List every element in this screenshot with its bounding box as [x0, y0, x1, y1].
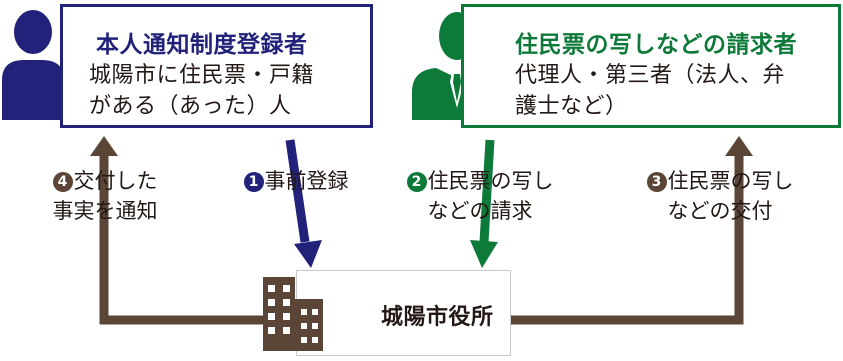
requester-description-line2: 護士など） [515, 94, 628, 119]
registrant-description-line1: 城陽市に住民票・戸籍 [89, 63, 315, 88]
arrowhead-step1 [294, 240, 322, 268]
step4-line1: 交付した [73, 169, 158, 193]
arrowhead-step4 [90, 136, 118, 156]
city-office-box: 城陽市役所 [263, 270, 511, 356]
registrant-box: 本人通知制度登録者 城陽市に住民票・戸籍 がある（あった）人 [60, 4, 373, 128]
step2-line1: 住民票の写し [427, 169, 554, 193]
registrant-title: 本人通知制度登録者 [96, 32, 308, 58]
registrant-description: 城陽市に住民票・戸籍 がある（あった）人 [89, 60, 314, 122]
city-office-name: 城陽市役所 [381, 305, 494, 330]
step2-line2: などの請求 [427, 199, 533, 223]
requester-description: 代理人・第三者（法人、弁 護士など） [515, 60, 785, 122]
arrow-step3 [511, 152, 744, 325]
registrant-description-line2: がある（あった）人 [89, 94, 292, 119]
step1-line1: 事前登録 [264, 169, 349, 193]
arrowhead-step3 [725, 136, 753, 156]
step3-line2: などの交付 [667, 199, 773, 223]
requester-title: 住民票の写しなどの請求者 [515, 32, 797, 58]
step1-number: 1 [243, 172, 264, 192]
requester-description-line1: 代理人・第三者（法人、弁 [515, 63, 786, 88]
requester-box: 住民票の写しなどの請求者 代理人・第三者（法人、弁 護士など） [461, 4, 841, 128]
arrow-step2 [479, 139, 495, 243]
person-icon [2, 10, 64, 120]
step3-line1: 住民票の写し [667, 169, 794, 193]
step3-number: 3 [646, 172, 667, 192]
arrow-step1 [285, 139, 310, 243]
building-icon [263, 277, 323, 351]
step4-line2: 事実を通知 [52, 199, 158, 223]
arrow-step4 [99, 152, 296, 325]
step2-number: 2 [406, 172, 427, 192]
arrowhead-step2 [470, 240, 498, 268]
step4-number: 4 [52, 172, 73, 192]
